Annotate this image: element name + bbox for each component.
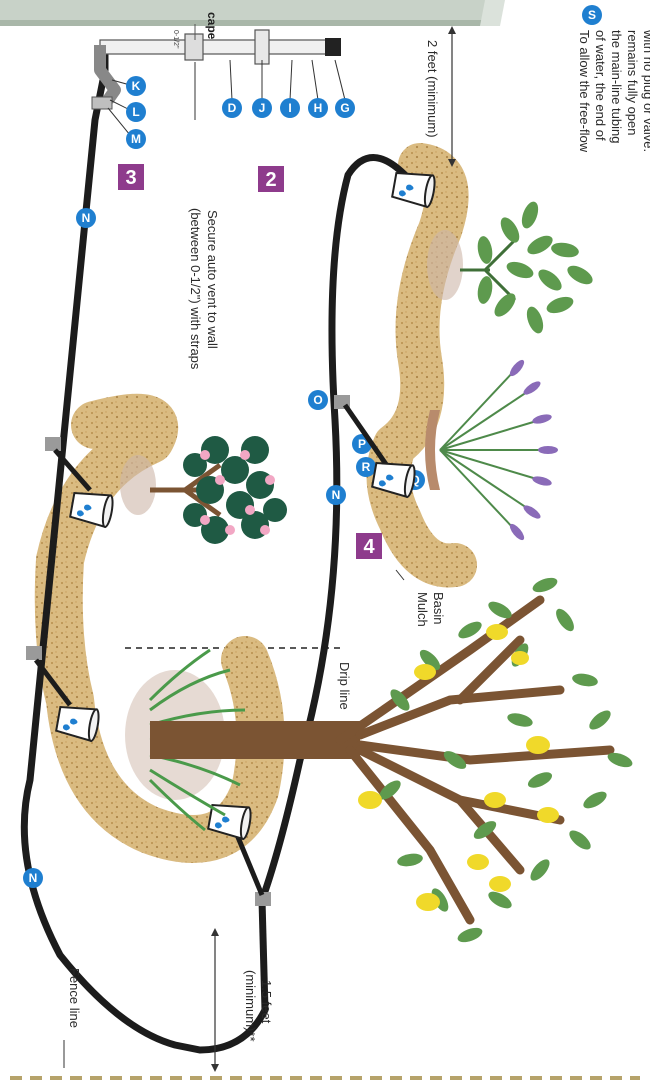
lavender-icon bbox=[425, 358, 558, 542]
open-end-note: To allow the free-flow of water, the end… bbox=[577, 29, 650, 153]
shrub-icon bbox=[460, 199, 596, 335]
step-3-badge: 3 bbox=[118, 164, 144, 190]
vent-note-line-1: Secure auto vent to wall bbox=[205, 210, 220, 349]
svg-text:P: P bbox=[358, 437, 366, 451]
dist-top-label: 2 feet (minimum) bbox=[425, 40, 440, 138]
svg-text:I: I bbox=[288, 101, 291, 115]
house-wall: cape bbox=[0, 0, 505, 40]
badge-I: I bbox=[280, 60, 300, 118]
vent-note: Secure auto vent to wall (between 0-1/2"… bbox=[188, 208, 220, 370]
svg-text:N: N bbox=[82, 211, 91, 225]
mulch-basin-label: Mulch Basin bbox=[415, 592, 446, 627]
svg-text:Fence line: Fence line bbox=[67, 968, 82, 1028]
svg-text:R: R bbox=[362, 460, 371, 474]
badge-J: J bbox=[252, 60, 272, 118]
svg-text:S: S bbox=[588, 8, 596, 22]
dimension-top-arrow bbox=[448, 26, 456, 167]
svg-text:K: K bbox=[132, 79, 141, 93]
step-3-number: 3 bbox=[125, 167, 136, 189]
open-end-line-1: To allow the free-flow bbox=[577, 30, 592, 153]
svg-text:Drip line: Drip line bbox=[337, 662, 352, 710]
badge-N-2: N bbox=[326, 485, 346, 505]
badge-R: R bbox=[356, 457, 376, 477]
open-end-line-5: with no plug or valve. bbox=[641, 29, 650, 152]
lemon-tree-icon bbox=[150, 575, 634, 945]
badge-N-1: N bbox=[76, 208, 96, 228]
fence-line-label: Fence line bbox=[67, 968, 82, 1028]
svg-text:J: J bbox=[259, 101, 266, 115]
svg-text:2 feet (minimum): 2 feet (minimum) bbox=[425, 40, 440, 138]
svg-text:D: D bbox=[228, 101, 237, 115]
mulch-line-1: Mulch bbox=[415, 592, 430, 627]
badge-D: D bbox=[222, 60, 242, 118]
svg-text:H: H bbox=[314, 101, 323, 115]
dist-bottom-label: 1.5 feet (minimum)** bbox=[243, 970, 274, 1042]
step-4-number: 4 bbox=[363, 536, 375, 558]
vent-note-line-2: (between 0-1/2") with straps bbox=[188, 208, 203, 370]
badge-L: L bbox=[110, 100, 146, 122]
step-2-badge: 2 bbox=[258, 166, 284, 192]
svg-text:N: N bbox=[29, 871, 38, 885]
dist-bottom-line-2: (minimum)** bbox=[243, 970, 258, 1042]
vent-height-label: 0-1/2" bbox=[172, 30, 179, 49]
open-end-line-2: of water, the end of bbox=[593, 30, 608, 141]
badge-O: O bbox=[308, 390, 328, 410]
badge-N-3: N bbox=[23, 868, 43, 888]
badge-G: G bbox=[335, 60, 355, 118]
open-end-line-3: the main-line tubing bbox=[609, 30, 624, 143]
mulch-leader bbox=[396, 570, 404, 580]
step-4-badge: 4 bbox=[356, 533, 382, 559]
mulch-line-2: Basin bbox=[431, 592, 446, 625]
open-end-line-4: remains fully open bbox=[625, 30, 640, 136]
badge-H: H bbox=[308, 60, 328, 118]
svg-text:O: O bbox=[313, 393, 322, 407]
svg-text:M: M bbox=[131, 132, 141, 146]
svg-text:L: L bbox=[132, 105, 139, 119]
svg-text:N: N bbox=[332, 488, 341, 502]
house-label: cape bbox=[205, 12, 219, 40]
badge-S: S bbox=[582, 5, 602, 25]
drip-line-label: Drip line bbox=[337, 662, 352, 710]
step-2-number: 2 bbox=[265, 169, 276, 191]
svg-text:G: G bbox=[340, 101, 349, 115]
dist-bottom-line-1: 1.5 feet bbox=[259, 980, 274, 1024]
